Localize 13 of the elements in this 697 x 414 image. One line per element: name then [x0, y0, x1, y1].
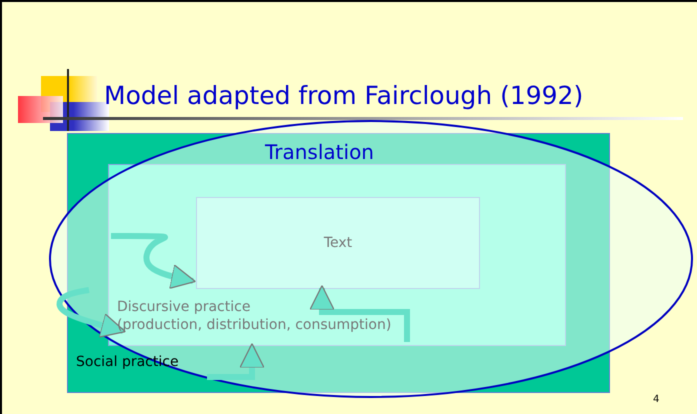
outer-box	[67, 133, 610, 393]
node-label: (production, distribution, consumption)	[117, 317, 392, 333]
node-label: Text	[324, 235, 352, 251]
slide-title: Model adapted from Fairclough (1992)	[104, 81, 584, 110]
arrow	[207, 343, 265, 380]
node-label: Discursive practice	[117, 299, 250, 315]
ellipse-label: Translation	[265, 140, 374, 164]
inner-box	[196, 197, 480, 289]
arrow	[56, 287, 126, 338]
arrow	[309, 285, 410, 342]
page-number: 4	[653, 394, 660, 405]
arrow	[111, 233, 196, 289]
middle-box	[108, 164, 566, 346]
